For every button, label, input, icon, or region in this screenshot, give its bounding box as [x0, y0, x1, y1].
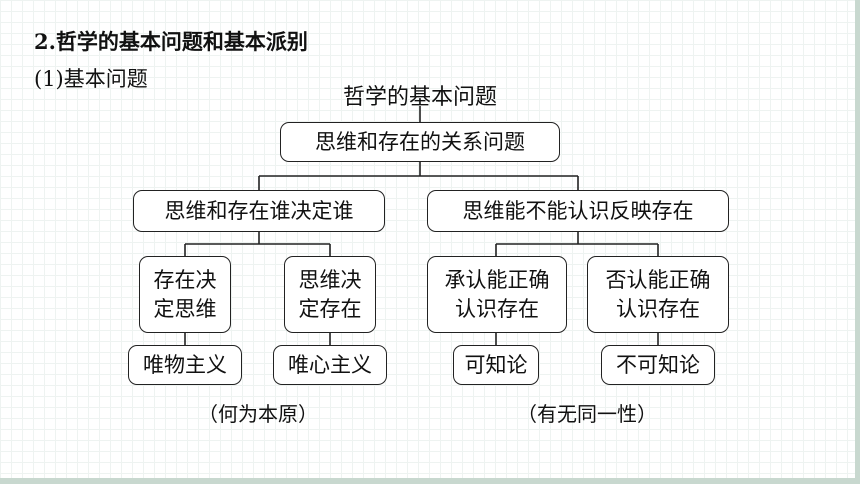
r1-box: 承认能正确认识存在 — [427, 256, 567, 333]
right-edge-bar — [855, 0, 860, 484]
l2-line1: 思维决 — [298, 268, 362, 293]
section-heading: 2.哲学的基本问题和基本派别 — [34, 26, 308, 56]
top-box: 思维和存在的关系问题 — [280, 122, 560, 162]
right-branch-box: 思维能不能认识反映存在 — [427, 190, 729, 232]
r2-line2: 认识存在 — [616, 296, 700, 321]
leaf-r1-box: 可知论 — [453, 345, 539, 385]
subheading: (1)基本问题 — [34, 67, 148, 91]
r2-line1: 否认能正确 — [605, 268, 711, 293]
r1-line1: 承认能正确 — [444, 268, 550, 293]
leaf-r2-box: 不可知论 — [601, 345, 715, 385]
heading-text: .哲学的基本问题和基本派别 — [48, 29, 308, 54]
l2-line2: 定存在 — [298, 296, 362, 321]
note-left: （何为本原） — [198, 402, 318, 426]
bottom-edge-bar — [0, 478, 860, 484]
r2-box: 否认能正确认识存在 — [587, 256, 729, 333]
heading-number: 2 — [34, 29, 49, 54]
root-label: 哲学的基本问题 — [342, 85, 497, 110]
leaf-l2-box: 唯心主义 — [273, 345, 387, 385]
l2-box: 思维决定存在 — [284, 256, 376, 333]
left-branch-box: 思维和存在谁决定谁 — [133, 190, 385, 232]
l1-line1: 存在决 — [153, 268, 217, 293]
r1-line2: 认识存在 — [455, 296, 539, 321]
note-right: （有无同一性） — [517, 402, 657, 426]
l1-box: 存在决定思维 — [139, 256, 231, 333]
leaf-l1-box: 唯物主义 — [128, 345, 242, 385]
l1-line2: 定思维 — [153, 296, 217, 321]
